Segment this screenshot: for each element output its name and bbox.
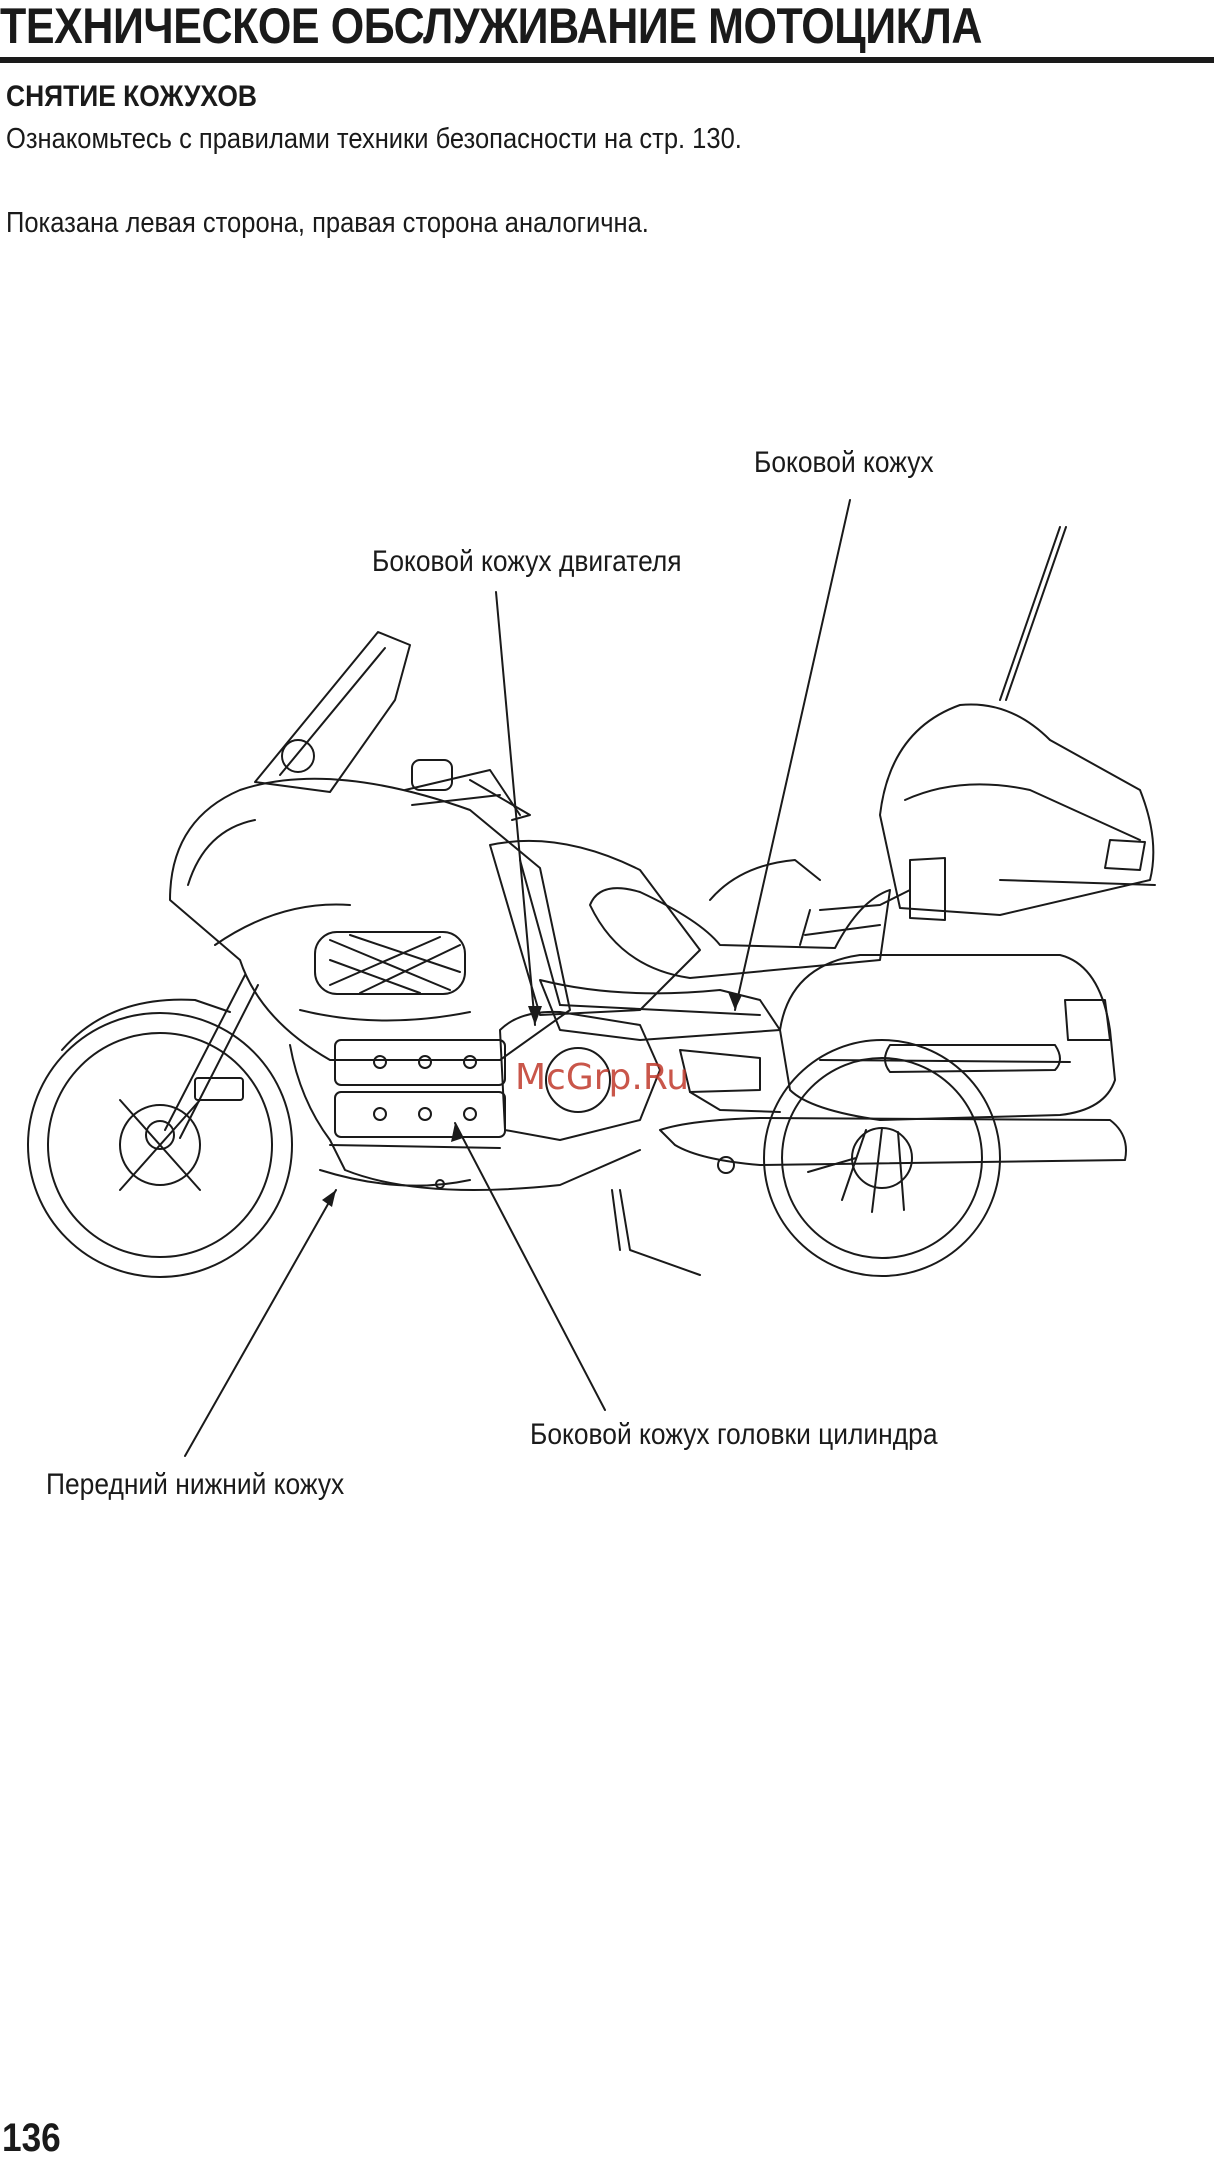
top-case (880, 704, 1155, 920)
saddlebag (780, 955, 1115, 1120)
front-fairing (170, 779, 570, 1060)
rear-wheel (764, 1040, 1000, 1276)
leader-cylinder-head-cover (455, 1123, 605, 1410)
callout-engine-side-cover: Боковой кожух двигателя (372, 545, 682, 579)
watermark: McGrp.Ru (515, 1058, 689, 1098)
cylinder-head-cover (330, 1040, 505, 1148)
callout-front-lower-cover: Передний нижний кожух (46, 1468, 344, 1502)
callout-cylinder-head-cover: Боковой кожух головки цилиндра (530, 1418, 938, 1452)
page-number: 136 (2, 2118, 61, 2158)
exhaust-muffler (660, 1118, 1126, 1173)
leader-arrowheads (322, 992, 742, 1207)
callout-side-cover: Боковой кожух (754, 446, 934, 480)
leader-side-cover (735, 500, 850, 1010)
leader-lines (185, 500, 850, 1456)
leader-engine-side-cover (496, 592, 535, 1025)
windshield (255, 632, 410, 792)
seat (590, 860, 890, 978)
front-wheel (28, 1000, 292, 1277)
antenna (1000, 527, 1066, 700)
